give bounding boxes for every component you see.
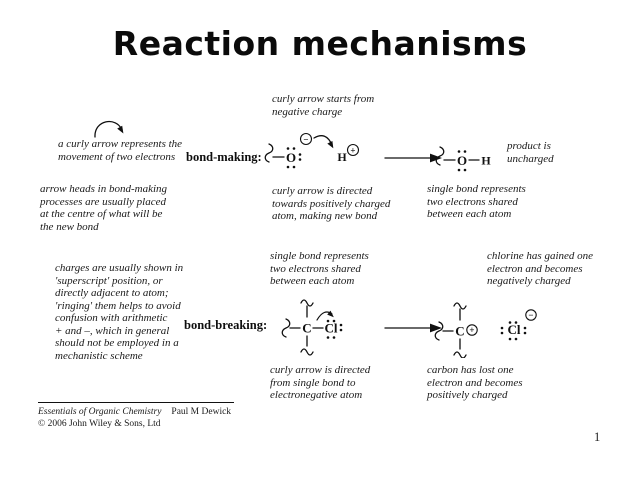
open-bond-squiggle xyxy=(281,318,291,338)
annotation-single-bond-breaking: single bond represents two electrons sha… xyxy=(270,250,369,287)
lone-pair-dot xyxy=(332,319,336,323)
bond-breaking-reactant-structure: C Cl xyxy=(281,299,343,356)
lone-pair-dot xyxy=(500,326,504,330)
annotation-product-uncharged: product is uncharged xyxy=(507,140,554,165)
wavy-bond xyxy=(453,351,467,358)
annotation-arrow-heads: arrow heads in bond-making processes are… xyxy=(40,183,168,233)
footer-copyright: © 2006 John Wiley & Sons, Ltd xyxy=(38,419,161,429)
lone-pair-dot xyxy=(514,321,518,324)
lone-pair-dot xyxy=(523,331,527,335)
annotation-carbon-lost: carbon has lost one electron and becomes… xyxy=(427,364,523,401)
minus-charge-circle xyxy=(299,132,313,146)
lone-pair-dot xyxy=(514,337,518,341)
lone-pair-dot xyxy=(508,321,512,324)
lone-pair-dot xyxy=(523,326,527,330)
lone-pair-dot xyxy=(298,158,302,161)
lone-pair-dot xyxy=(500,331,504,335)
open-bond-squiggle xyxy=(434,321,444,341)
lone-pair-dot xyxy=(286,165,290,169)
curly-arrow-head xyxy=(327,310,334,318)
plus-charge: + xyxy=(469,325,474,335)
lone-pair-dot xyxy=(298,153,302,156)
oxygen-atom: O xyxy=(286,150,296,165)
wavy-bond xyxy=(300,299,314,307)
carbon-atom: C xyxy=(455,324,464,339)
lone-pair-dot xyxy=(292,147,296,150)
lone-pair-dot xyxy=(339,328,343,332)
minus-charge: − xyxy=(303,134,308,144)
annotation-charges-shown: charges are usually shown in 'superscrip… xyxy=(55,262,184,362)
hydrogen-atom: H xyxy=(481,154,491,168)
footer-author: Paul M Dewick xyxy=(171,407,232,417)
open-bond-squiggle xyxy=(264,143,274,163)
wavy-bond xyxy=(453,302,467,310)
lone-pair-dot xyxy=(457,150,461,153)
curly-arrow-head xyxy=(117,125,124,134)
bond-making-label: bond-making: xyxy=(186,150,262,164)
bond-making-reactant-structure: O − H + xyxy=(264,132,360,169)
lone-pair-dot xyxy=(326,336,330,339)
lone-pair-dot xyxy=(292,165,296,169)
reaction-arrow-head xyxy=(430,153,442,163)
lone-pair-dot xyxy=(508,337,512,341)
annotation-single-bond-making: single bond represents two electrons sha… xyxy=(427,183,526,220)
page-number: 1 xyxy=(594,430,601,444)
annotation-curly-starts-negative: curly arrow starts from negative charge xyxy=(272,93,375,118)
annotation-curly-arrow-represents: a curly arrow represents the movement of… xyxy=(58,138,183,163)
curly-arrow-icon xyxy=(94,120,124,138)
footer-citation: Essentials of Organic Chemistry Paul M De… xyxy=(38,406,231,418)
bond-breaking-label: bond-breaking: xyxy=(184,318,268,332)
wavy-bond xyxy=(300,348,314,356)
annotation-curly-directed-electronegative: curly arrow is directed from single bond… xyxy=(270,364,371,401)
plus-charge-circle xyxy=(346,143,360,157)
reaction-arrow xyxy=(384,323,442,333)
slide-title: Reaction mechanisms xyxy=(112,24,528,63)
minus-charge: − xyxy=(528,310,533,320)
chlorine-atom: Cl xyxy=(325,321,338,336)
curly-arrow-head xyxy=(327,141,334,149)
lone-pair-dot xyxy=(463,150,467,153)
lone-pair-dot xyxy=(339,323,343,327)
chlorine-atom: Cl xyxy=(508,322,521,337)
lone-pair-dot xyxy=(326,319,330,323)
annotation-curly-directed-positive: curly arrow is directed towards positive… xyxy=(272,185,391,222)
carbocation-structure: C + xyxy=(434,302,478,358)
plus-charge: + xyxy=(350,145,355,155)
footer-book-title: Essentials of Organic Chemistry xyxy=(38,407,162,417)
open-bond-squiggle xyxy=(435,146,445,166)
hydrogen-atom: H xyxy=(337,150,347,164)
chloride-ion-structure: Cl − xyxy=(500,309,537,341)
oxygen-atom: O xyxy=(457,153,467,168)
carbon-atom: C xyxy=(302,321,311,336)
minus-charge-circle xyxy=(525,309,537,321)
annotation-chlorine-gained: chlorine has gained one electron and bec… xyxy=(487,250,594,287)
footer-divider xyxy=(38,402,234,403)
lone-pair-dot xyxy=(463,168,467,172)
lone-pair-dot xyxy=(286,147,290,150)
reaction-arrow xyxy=(384,153,442,163)
curly-arrow-arc xyxy=(94,120,123,138)
reaction-arrow-head xyxy=(430,323,442,333)
lone-pair-dot xyxy=(332,336,336,339)
plus-charge-circle xyxy=(466,324,478,336)
bond-making-product-structure: O H xyxy=(435,146,491,172)
lone-pair-dot xyxy=(457,168,461,172)
